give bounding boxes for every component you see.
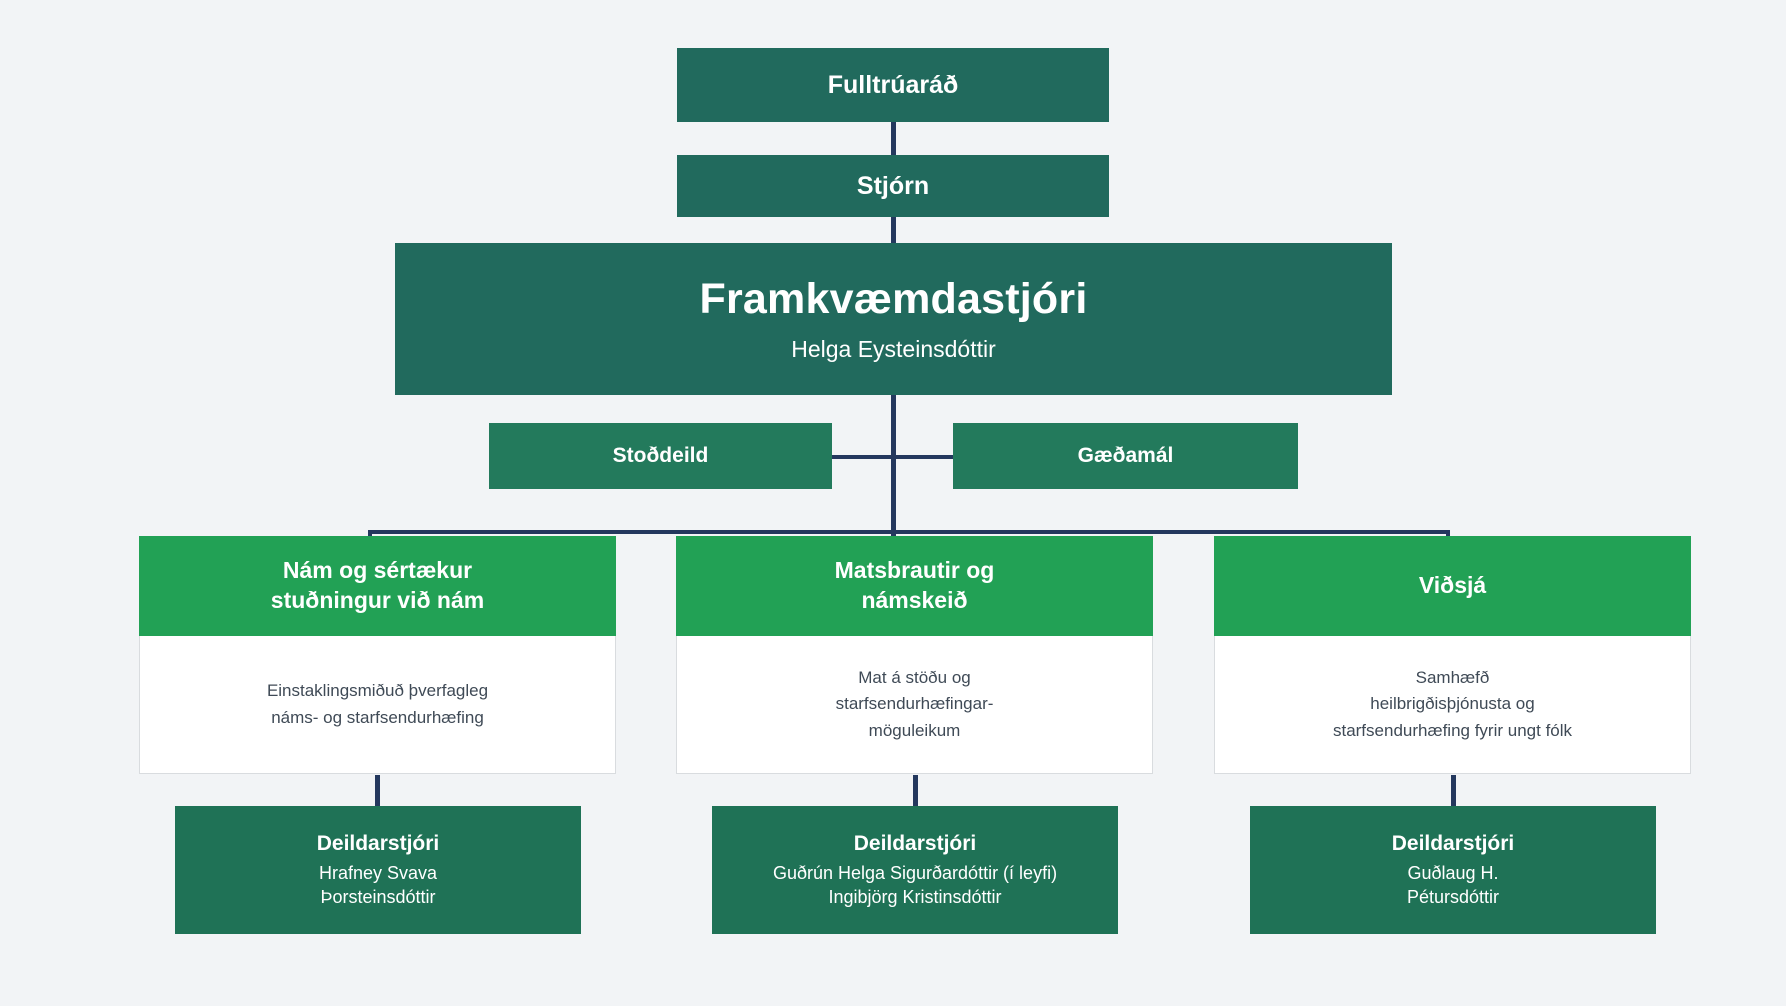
department-2-description: Mat á stöðu og starfsendurhæfingar- mögu… — [676, 636, 1153, 774]
node-stoddeild-label: Stoðdeild — [612, 444, 709, 468]
department-1-description-line1: Einstaklingsmiðuð þverfagleg — [266, 681, 489, 701]
department-1-description: Einstaklingsmiðuð þverfagleg náms- og st… — [139, 636, 616, 774]
manager-2-name-line2: Ingibjörg Kristinsdóttir — [828, 886, 1002, 907]
department-3-description: Samhæfð heilbrigðisþjónusta og starfsend… — [1214, 636, 1691, 774]
node-framkvaemdastjori[interactable]: Framkvæmdastjóri Helga Eysteinsdóttir — [395, 243, 1392, 395]
department-3-description-line1: Samhæfð — [1415, 667, 1490, 687]
manager-3-name: Guðlaug H. Pétursdóttir — [1407, 862, 1499, 909]
node-gaedamal-label: Gæðamál — [1077, 444, 1174, 468]
department-3-description-line3: starfsendurhæfing fyrir ungt fólk — [1332, 720, 1573, 740]
department-2-description-line2: starfsendurhæfingar- — [835, 694, 994, 714]
manager-3-name-line2: Pétursdóttir — [1406, 886, 1500, 907]
connector-drop-manager-2 — [913, 775, 918, 808]
connector-branch-left — [830, 455, 891, 459]
department-card-1[interactable]: Nám og sértækur stuðningur við nám Einst… — [139, 536, 616, 774]
department-3-header: Viðsjá — [1214, 536, 1691, 636]
node-gaedamal[interactable]: Gæðamál — [953, 423, 1298, 489]
department-2-header: Matsbrautir og námskeið — [676, 536, 1153, 636]
manager-1-name-line2: Þorsteinsdóttir — [320, 886, 436, 907]
node-stjorn-label: Stjórn — [856, 171, 930, 200]
department-card-3[interactable]: Viðsjá Samhæfð heilbrigðisþjónusta og st… — [1214, 536, 1691, 774]
department-1-description-line2: náms- og starfsendurhæfing — [271, 707, 484, 727]
department-1-title-line2: stuðningur við nám — [270, 587, 485, 613]
manager-2-name: Guðrún Helga Sigurðardóttir (í leyfi) In… — [773, 862, 1057, 909]
department-3-title-line1: Viðsjá — [1418, 572, 1487, 599]
connector-council-board — [891, 122, 896, 157]
department-2-title-line2: námskeið — [861, 587, 968, 613]
connector-drop-manager-3 — [1451, 775, 1456, 808]
department-2-description-line1: Mat á stöðu og — [858, 667, 971, 687]
connector-board-executive — [891, 215, 896, 246]
manager-3-name-line1: Guðlaug H. — [1407, 863, 1499, 884]
connector-branch-right — [896, 455, 954, 459]
manager-2-title: Deildarstjóri — [853, 831, 977, 855]
connector-drop-manager-1 — [375, 775, 380, 808]
manager-1-name: Hrafney Svava Þorsteinsdóttir — [319, 862, 437, 909]
manager-box-3[interactable]: Deildarstjóri Guðlaug H. Pétursdóttir — [1250, 806, 1656, 934]
department-3-description-line2: heilbrigðisþjónusta og — [1370, 694, 1535, 714]
manager-1-name-line1: Hrafney Svava — [318, 863, 438, 884]
manager-1-title: Deildarstjóri — [316, 831, 440, 855]
node-stoddeild[interactable]: Stoðdeild — [489, 423, 832, 489]
node-framkvaemdastjori-title: Framkvæmdastjóri — [699, 274, 1088, 323]
node-fulltruarad[interactable]: Fulltrúaráð — [677, 48, 1109, 122]
manager-2-name-line1: Guðrún Helga Sigurðardóttir (í leyfi) — [772, 863, 1058, 884]
node-stjorn[interactable]: Stjórn — [677, 155, 1109, 217]
manager-box-1[interactable]: Deildarstjóri Hrafney Svava Þorsteinsdót… — [175, 806, 581, 934]
node-framkvaemdastjori-name: Helga Eysteinsdóttir — [791, 336, 996, 363]
connector-executive-trunk — [891, 393, 896, 530]
department-1-title-line1: Nám og sértækur — [282, 557, 473, 584]
manager-3-title: Deildarstjóri — [1391, 831, 1515, 855]
node-fulltruarad-label: Fulltrúaráð — [827, 70, 959, 99]
manager-box-2[interactable]: Deildarstjóri Guðrún Helga Sigurðardótti… — [712, 806, 1118, 934]
department-2-title-line1: Matsbrautir og — [834, 557, 995, 584]
department-2-description-line3: möguleikum — [868, 720, 961, 740]
department-1-header: Nám og sértækur stuðningur við nám — [139, 536, 616, 636]
connector-department-bus — [368, 530, 1450, 534]
department-card-2[interactable]: Matsbrautir og námskeið Mat á stöðu og s… — [676, 536, 1153, 774]
